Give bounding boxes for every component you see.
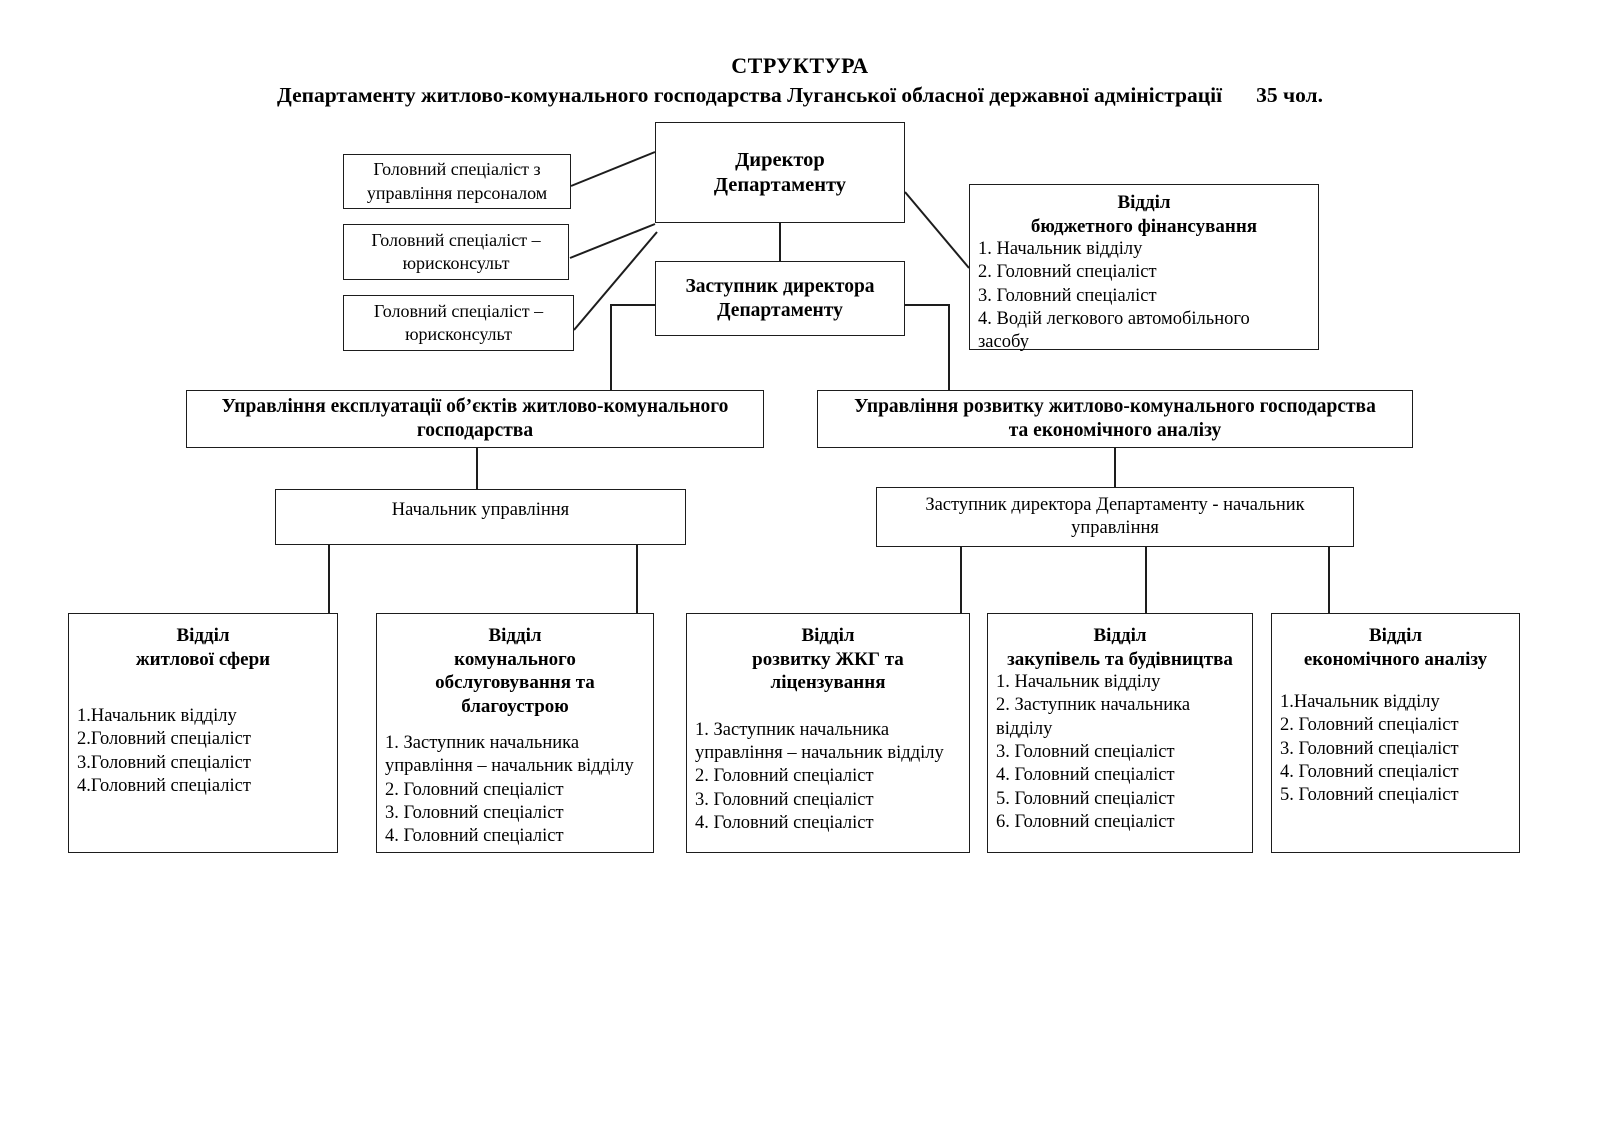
dept4-items: 1. Начальник відділу 2. Заступник началь… bbox=[996, 671, 1244, 834]
dept5-items: 1.Начальник відділу 2. Головний спеціалі… bbox=[1280, 691, 1511, 807]
division-right-line2: та економічного аналізу bbox=[1008, 420, 1222, 441]
dept2-header4: благоустрою bbox=[461, 695, 569, 717]
deputy-line2: Департаменту bbox=[717, 299, 843, 321]
dept1-items: 1.Начальник відділу 2.Головний спеціаліс… bbox=[77, 705, 329, 798]
dept3-items: 1. Заступник начальника управління – нач… bbox=[695, 719, 961, 835]
link-director-staff1 bbox=[570, 151, 656, 187]
list-item: 3. Головний спеціаліст bbox=[978, 285, 1157, 306]
director-line1: Директор bbox=[735, 148, 825, 171]
dept2-items: 1. Заступник начальника управління – нач… bbox=[385, 732, 645, 848]
node-director[interactable]: Директор Департаменту bbox=[655, 122, 905, 223]
list-item: 1. Заступник начальника bbox=[695, 719, 890, 740]
node-staff-hr-specialist[interactable]: Головний спеціаліст з управління персона… bbox=[343, 154, 571, 209]
link-director-budget bbox=[904, 191, 970, 269]
link-deputy-division-right bbox=[905, 304, 950, 390]
node-dept-development-licensing[interactable]: Відділ розвитку ЖКГ та ліцензування 1. З… bbox=[686, 613, 970, 853]
list-item: 4.Головний спеціаліст bbox=[77, 775, 251, 796]
list-item: 4. Головний спеціаліст bbox=[1280, 761, 1459, 782]
dept3-header3: ліцензування bbox=[770, 672, 886, 694]
list-item: 1.Начальник відділу bbox=[77, 706, 237, 727]
list-item: відділу bbox=[996, 718, 1053, 739]
list-item: 1.Начальник відділу bbox=[1280, 692, 1440, 713]
link-director-staff3 bbox=[573, 231, 658, 331]
node-chief-development[interactable]: Заступник директора Департаменту - начал… bbox=[876, 487, 1354, 547]
list-item: 5. Головний спеціаліст bbox=[1280, 785, 1459, 806]
list-item: 3.Головний спеціаліст bbox=[77, 752, 251, 773]
dept5-header1: Відділ bbox=[1368, 625, 1423, 646]
list-item: 1. Заступник начальника bbox=[385, 733, 580, 754]
list-item: 4. Головний спеціаліст bbox=[695, 812, 874, 833]
list-item: 2. Головний спеціаліст bbox=[978, 262, 1157, 283]
list-item: управління – начальник відділу bbox=[385, 756, 634, 777]
node-staff-legal-counsel-2[interactable]: Головний спеціаліст – юрисконсульт bbox=[343, 295, 574, 351]
node-dept-procurement-construction[interactable]: Відділ закупівель та будівництва 1. Нача… bbox=[987, 613, 1253, 853]
chart-title-block: СТРУКТУРА Департаменту житлово-комунальн… bbox=[0, 52, 1600, 109]
dept2-header1: Відділ bbox=[488, 625, 542, 646]
staff3-line1: Головний спеціаліст – bbox=[373, 300, 544, 321]
budget-dept-header2: бюджетного фінансування bbox=[1030, 215, 1258, 237]
dept4-header1: Відділ bbox=[1093, 625, 1147, 646]
node-dept-communal-services[interactable]: Відділ комунального обслуговування та бл… bbox=[376, 613, 654, 853]
staff1-line1: Головний спеціаліст з bbox=[373, 159, 541, 180]
chief-right-line1: Заступник директора Департаменту - начал… bbox=[925, 495, 1305, 515]
link-deputy-division-left bbox=[610, 304, 655, 390]
dept1-header2: житлової сфери bbox=[135, 648, 271, 670]
staff1-line2: управління персоналом bbox=[366, 182, 548, 203]
node-chief-operations[interactable]: Начальник управління bbox=[275, 489, 686, 545]
page-subtitle: Департаменту житлово-комунального господ… bbox=[277, 82, 1223, 107]
list-item: 6. Головний спеціаліст bbox=[996, 811, 1175, 832]
dept5-header2: економічного аналізу bbox=[1303, 648, 1488, 670]
node-dept-economic-analysis[interactable]: Відділ економічного аналізу 1.Начальник … bbox=[1271, 613, 1520, 853]
division-left-line1: Управління експлуатації об’єктів житлово… bbox=[221, 396, 729, 418]
page-subtitle-row: Департаменту житлово-комунального господ… bbox=[0, 82, 1600, 110]
list-item: 4. Головний спеціаліст bbox=[996, 765, 1175, 786]
staff2-line1: Головний спеціаліст – bbox=[371, 229, 541, 250]
chief-left-line1: Начальник управління bbox=[391, 500, 570, 520]
list-item: 2. Заступник начальника bbox=[996, 695, 1191, 716]
list-item: 3. Головний спеціаліст bbox=[996, 741, 1175, 762]
node-deputy-director[interactable]: Заступник директора Департаменту bbox=[655, 261, 905, 336]
dept4-header2: закупівель та будівництва bbox=[1007, 648, 1233, 670]
list-item: 5. Головний спеціаліст bbox=[996, 788, 1175, 809]
list-item: 1. Начальник відділу bbox=[996, 672, 1161, 693]
node-budget-financing-dept[interactable]: Відділ бюджетного фінансування 1. Началь… bbox=[969, 184, 1319, 352]
budget-dept-items: 1. Начальник відділу 2. Головний спеціал… bbox=[978, 238, 1310, 354]
list-item: 4. Головний спеціаліст bbox=[385, 826, 564, 847]
node-division-operations[interactable]: Управління експлуатації об’єктів житлово… bbox=[186, 390, 764, 448]
staff3-line2: юрисконсульт bbox=[405, 324, 512, 344]
node-division-development[interactable]: Управління розвитку житлово-комунального… bbox=[817, 390, 1413, 448]
list-item: 2. Головний спеціаліст bbox=[385, 779, 564, 800]
dept2-header3: обслуговування та bbox=[435, 672, 595, 694]
staff2-line2: юрисконсульт bbox=[402, 253, 510, 273]
link-director-staff2 bbox=[569, 223, 656, 259]
page-title: СТРУКТУРА bbox=[731, 53, 869, 78]
list-item: 2. Головний спеціаліст bbox=[695, 766, 874, 787]
dept2-header2: комунального bbox=[454, 648, 576, 670]
list-item: 4. Водій легкового автомобільного bbox=[978, 308, 1250, 329]
list-item: 3. Головний спеціаліст bbox=[1280, 738, 1459, 759]
budget-dept-header1: Відділ bbox=[1117, 192, 1171, 213]
dept1-header1: Відділ bbox=[176, 625, 230, 646]
director-line2: Департаменту bbox=[713, 173, 847, 196]
list-item: управління – начальник відділу bbox=[695, 742, 944, 763]
list-item: 2.Головний спеціаліст bbox=[77, 729, 251, 750]
list-item: 1. Начальник відділу bbox=[978, 239, 1143, 260]
deputy-line1: Заступник директора bbox=[685, 275, 875, 297]
node-dept-housing-sphere[interactable]: Відділ житлової сфери 1.Начальник відділ… bbox=[68, 613, 338, 853]
list-item: 2. Головний спеціаліст bbox=[1280, 715, 1459, 736]
chief-right-line2: управління bbox=[1071, 518, 1159, 539]
dept3-header2: розвитку ЖКГ та bbox=[752, 648, 904, 670]
node-staff-legal-counsel-1[interactable]: Головний спеціаліст – юрисконсульт bbox=[343, 224, 569, 280]
list-item: 3. Головний спеціаліст bbox=[695, 789, 874, 810]
dept3-header1: Відділ bbox=[801, 625, 855, 646]
list-item: 3. Головний спеціаліст bbox=[385, 803, 564, 824]
division-left-line2: господарства bbox=[416, 420, 534, 441]
headcount-label: 35 чол. bbox=[1256, 82, 1323, 107]
division-right-line1: Управління розвитку житлово-комунального… bbox=[854, 396, 1376, 418]
list-item: засобу bbox=[978, 332, 1029, 353]
